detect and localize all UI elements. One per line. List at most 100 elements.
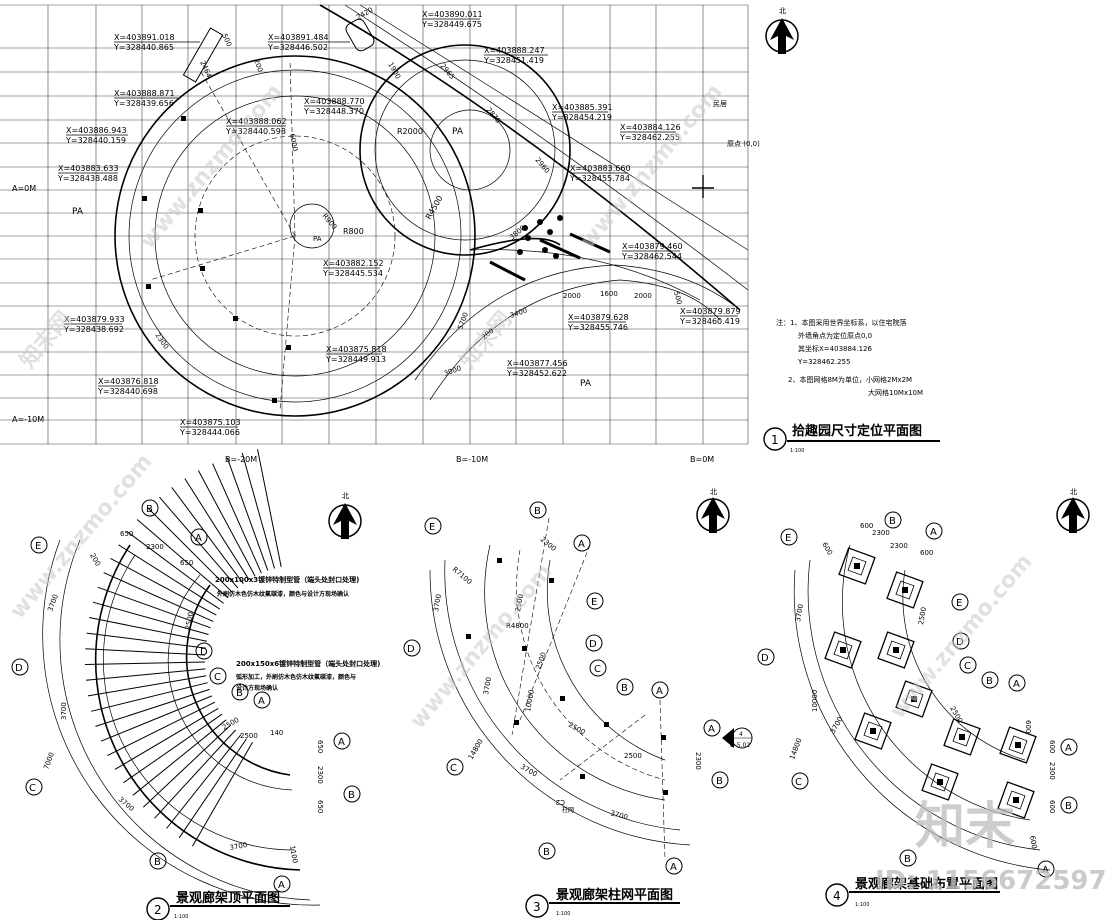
dim-label: 3700	[794, 603, 805, 622]
footing-column	[930, 772, 950, 792]
svg-text:Y=328440.698: Y=328440.698	[97, 387, 158, 396]
axis-bubble: A	[273, 875, 291, 893]
rafter	[86, 632, 206, 649]
plan3-labels: R7100 2300 3700 2500 R4800 2500 3700 100…	[432, 535, 702, 821]
plan3-title-block: 3 景观廊架柱网平面图 1:100	[525, 887, 680, 918]
radius-label: R900	[320, 212, 338, 231]
svg-text:Y=328455.746: Y=328455.746	[567, 323, 628, 332]
dim-label: 14800	[788, 737, 803, 761]
dim-label: 6000	[288, 133, 299, 152]
plan1-scale: 1:100	[790, 448, 804, 454]
axis-bubble: B	[149, 852, 167, 870]
svg-text:Y=328462.544: Y=328462.544	[621, 252, 682, 261]
footing-column	[895, 580, 915, 600]
dim-label: 3700	[229, 841, 248, 852]
footing	[877, 631, 915, 669]
rafter	[147, 507, 234, 594]
dim-label: 1600	[600, 290, 618, 298]
svg-text:Y=328444.066: Y=328444.066	[179, 428, 240, 437]
footing-column	[952, 727, 972, 747]
rafter	[159, 496, 239, 589]
dim-label: 2300	[872, 529, 890, 537]
dim-label: 2000	[563, 292, 581, 300]
dim-label: 2870	[484, 106, 502, 125]
axis-bubble: B	[231, 683, 249, 701]
dim-label: 2500	[240, 732, 258, 740]
svg-text:E: E	[35, 541, 41, 552]
axis-label-a0: A=0M	[12, 184, 36, 193]
svg-text:A: A	[578, 539, 585, 550]
svg-text:A: A	[258, 696, 265, 707]
column-marker	[902, 587, 908, 593]
svg-text:Y=328446.502: Y=328446.502	[267, 43, 328, 52]
footing-column	[833, 640, 853, 660]
plan2-axis-bubbles: B A E D D C B A C A B B A	[11, 499, 361, 893]
plan1-notes: 注：1、本图采用世界坐标系，以住宅院落 外墙角点为定位原点0,0 其坐标X=40…	[776, 318, 923, 397]
rafter	[114, 707, 219, 770]
axis-bubble: C	[791, 772, 809, 790]
svg-text:B: B	[889, 516, 896, 527]
axis-bubble: A	[333, 732, 351, 750]
svg-text:Y=328460.419: Y=328460.419	[679, 317, 740, 326]
footing-column	[1008, 735, 1028, 755]
axis-bubble: D	[195, 642, 213, 660]
dim-label: 600	[1024, 720, 1032, 733]
dim-label: 500	[672, 290, 683, 305]
dim-label: 14800	[467, 738, 485, 761]
watermark-logo: 知末	[915, 797, 1015, 855]
column-marker	[1015, 742, 1021, 748]
axis-bubble: B	[538, 842, 556, 860]
svg-text:X=403882.152: X=403882.152	[323, 259, 384, 268]
column-marker	[893, 647, 899, 653]
svg-text:X=403883.633: X=403883.633	[58, 164, 119, 173]
column-marker	[870, 728, 876, 734]
axis-bubble: D	[757, 648, 775, 666]
dim-label: 600	[1048, 740, 1056, 753]
dim-label: 650	[316, 740, 324, 753]
note-line: 外墙角点为定位原点0,0	[798, 331, 872, 340]
footing	[895, 680, 933, 718]
svg-text:C: C	[214, 672, 221, 683]
plan2-scale: 1:100	[174, 914, 188, 920]
pa-label: PA	[72, 207, 84, 217]
dim-label: 2500	[624, 752, 642, 760]
axis-bubble: C	[959, 656, 977, 674]
svg-text:B: B	[986, 676, 993, 687]
plan4-geometry	[793, 544, 1051, 871]
axis-label-b-minus10: B=-10M	[456, 455, 488, 464]
plan3-title: 景观廊架柱网平面图	[556, 887, 673, 903]
plan4-title: 景观廊架基础布置平面图	[855, 876, 998, 892]
svg-text:D: D	[200, 647, 208, 658]
plan1-grid	[0, 4, 749, 445]
column-marker	[911, 696, 917, 702]
radius-label: R4500	[424, 194, 445, 221]
svg-text:C: C	[964, 661, 971, 672]
svg-text:B: B	[348, 790, 355, 801]
svg-text:A: A	[1065, 743, 1072, 754]
dim-label: 2500	[221, 716, 240, 732]
svg-text:X=403890.011: X=403890.011	[422, 10, 483, 19]
plan4-scale: 1:100	[855, 902, 869, 908]
svg-text:X=403891.018: X=403891.018	[114, 33, 175, 42]
plan2-geometry	[42, 449, 321, 906]
svg-text:北: 北	[1070, 488, 1077, 496]
svg-text:B: B	[904, 854, 911, 865]
plan1-geometry	[114, 4, 749, 417]
rafter	[178, 738, 248, 839]
svg-text:X=403888.247: X=403888.247	[484, 46, 545, 55]
dim-label: 2500	[534, 651, 548, 670]
axis-bubble: C	[446, 758, 464, 776]
svg-text:E: E	[429, 522, 435, 533]
svg-text:D: D	[15, 663, 23, 674]
svg-text:Y=328439.656: Y=328439.656	[113, 99, 174, 108]
rafter	[257, 449, 282, 567]
plan1-north-arrow: 北	[765, 7, 799, 54]
svg-text:Y=328452.622: Y=328452.622	[506, 369, 567, 378]
dim-label: 2965	[438, 62, 456, 81]
watermark-brand: 知末网	[15, 307, 77, 374]
plan4-number: 4	[833, 889, 841, 903]
